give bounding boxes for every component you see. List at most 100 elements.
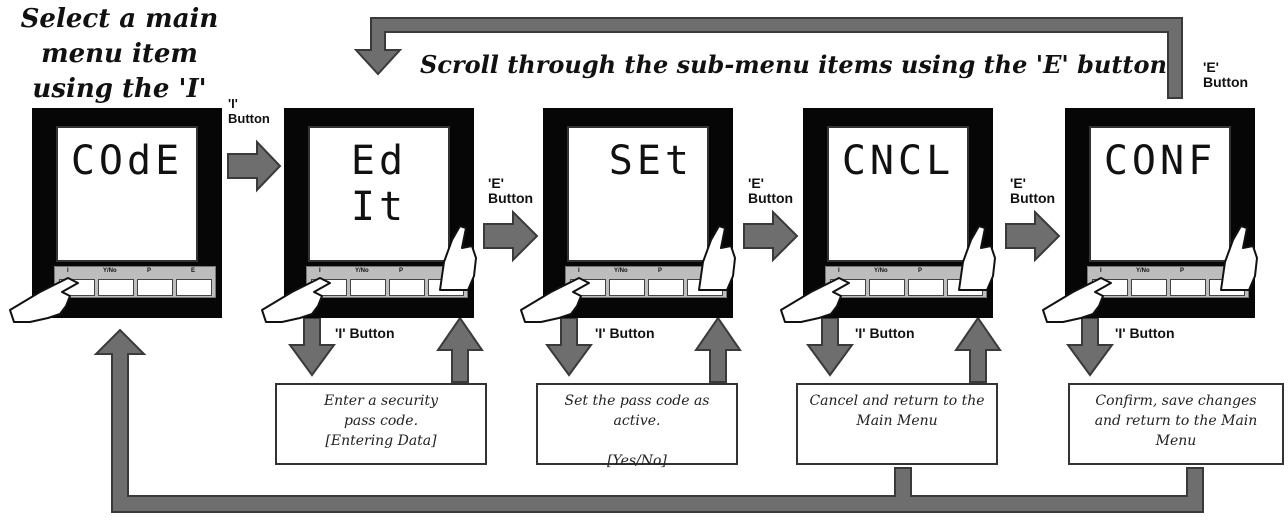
e-button-label-line1: 'E' bbox=[748, 175, 764, 191]
description-set-active: Set the pass code as active. [Yes/No] bbox=[536, 383, 738, 469]
description-line: Set the pass code as active. bbox=[564, 393, 710, 429]
scroll-sub-menu-heading: Scroll through the sub-menu items using … bbox=[420, 50, 1167, 79]
i-button-label-line2: Button bbox=[228, 111, 270, 126]
segment-display: CONF bbox=[1103, 138, 1217, 184]
yes-no-key[interactable] bbox=[609, 279, 645, 296]
keypad-label-i: I bbox=[578, 268, 580, 274]
keypad-label-p: P bbox=[918, 268, 923, 274]
return-arrow-up-1 bbox=[436, 316, 484, 383]
description-line: Main Menu bbox=[856, 413, 938, 429]
description-line: and return to the Main bbox=[1094, 413, 1258, 429]
e-button-arrow-right-1 bbox=[483, 209, 539, 263]
i-button-arrow-down-1 bbox=[288, 317, 336, 377]
e-button-label-line1: 'E' bbox=[488, 175, 504, 191]
i-button-arrow-right bbox=[227, 139, 282, 193]
e-button-label-line1: 'E' bbox=[1010, 175, 1026, 191]
i-button-label-2: 'I' Button bbox=[595, 325, 655, 341]
i-button-label-1: 'I' Button bbox=[335, 325, 395, 341]
e-button-label-top-right: 'E' Button bbox=[1203, 60, 1248, 90]
e-button-label-2: 'E' Button bbox=[748, 176, 793, 206]
e-button-label-1: 'E' Button bbox=[488, 176, 533, 206]
description-line: Enter a security bbox=[323, 393, 439, 409]
keypad-label-i: I bbox=[1100, 268, 1102, 274]
description-line: [Yes/No] bbox=[607, 453, 667, 469]
i-button-label-line1: 'I' bbox=[228, 96, 238, 111]
description-line: pass code. bbox=[343, 413, 419, 429]
i-button-arrow-down-4 bbox=[1066, 317, 1114, 377]
keypad: I Y/No P E bbox=[54, 266, 216, 298]
pointing-hand-icon bbox=[9, 277, 79, 323]
description-confirm: Confirm, save changes and return to the … bbox=[1068, 383, 1284, 465]
pressing-hand-icon bbox=[698, 225, 736, 291]
yes-no-key[interactable] bbox=[98, 279, 134, 296]
e-button-arrow-right-3 bbox=[1005, 209, 1061, 263]
yes-no-key[interactable] bbox=[1131, 279, 1167, 296]
keypad-label-yno: Y/No bbox=[355, 268, 369, 274]
p-key[interactable] bbox=[389, 279, 425, 296]
keypad-label-p: P bbox=[658, 268, 663, 274]
segment-display: Ed It bbox=[350, 138, 408, 230]
keypad-label-i: I bbox=[67, 268, 69, 274]
keypad: I Y/No P E bbox=[565, 266, 727, 298]
e-button-label-line2: Button bbox=[1203, 74, 1249, 90]
pointing-hand-icon bbox=[520, 277, 590, 323]
description-cancel: Cancel and return to the Main Menu bbox=[796, 383, 998, 465]
pressing-hand-icon bbox=[958, 225, 996, 291]
bottom-return-arrow bbox=[93, 328, 1204, 513]
pressing-hand-icon bbox=[1220, 225, 1258, 291]
keypad-label-p: P bbox=[1180, 268, 1185, 274]
keypad-label-yno: Y/No bbox=[103, 268, 117, 274]
description-line: Cancel and return to the bbox=[809, 393, 985, 409]
e-button-arrow-right-2 bbox=[743, 209, 799, 263]
keypad-label-i: I bbox=[838, 268, 840, 274]
i-button-arrow-down-3 bbox=[806, 317, 854, 377]
e-button-label-3: 'E' Button bbox=[1010, 176, 1055, 206]
e-button-label-line2: Button bbox=[488, 190, 534, 206]
yes-no-key[interactable] bbox=[350, 279, 386, 296]
i-button-label-top: 'I' Button bbox=[228, 96, 270, 126]
keypad-label-p: P bbox=[399, 268, 404, 274]
segment-display: COdE bbox=[70, 138, 184, 184]
top-return-arrow bbox=[353, 17, 1183, 99]
keypad-label-yno: Y/No bbox=[1136, 268, 1150, 274]
keypad-label-p: P bbox=[147, 268, 152, 274]
return-arrow-up-3 bbox=[954, 316, 1002, 383]
keypad-label-e: E bbox=[191, 268, 196, 274]
keypad-label-yno: Y/No bbox=[874, 268, 888, 274]
return-arrow-up-2 bbox=[694, 316, 742, 383]
e-button-label-line2: Button bbox=[1010, 190, 1056, 206]
pointing-hand-icon bbox=[261, 277, 331, 323]
segment-display: CNCL bbox=[841, 138, 955, 184]
p-key[interactable] bbox=[648, 279, 684, 296]
meter-screen: SEt bbox=[567, 126, 709, 262]
p-key[interactable] bbox=[908, 279, 944, 296]
i-button-arrow-down-2 bbox=[545, 317, 593, 377]
keypad-label-yno: Y/No bbox=[614, 268, 628, 274]
meter-screen: CONF bbox=[1089, 126, 1231, 262]
e-button-label-line2: Button bbox=[748, 190, 794, 206]
segment-display: SEt bbox=[608, 138, 693, 184]
pressing-hand-icon bbox=[439, 225, 477, 291]
meter-screen: CNCL bbox=[827, 126, 969, 262]
e-button-label-line1: 'E' bbox=[1203, 59, 1219, 75]
meter-screen: Ed It bbox=[308, 126, 450, 262]
pointing-hand-icon bbox=[1042, 277, 1112, 323]
p-key[interactable] bbox=[1170, 279, 1206, 296]
yes-no-key[interactable] bbox=[869, 279, 905, 296]
e-key[interactable] bbox=[176, 279, 212, 296]
p-key[interactable] bbox=[137, 279, 173, 296]
pointing-hand-icon bbox=[780, 277, 850, 323]
description-enter-code: Enter a security pass code. [Entering Da… bbox=[275, 383, 487, 465]
description-line: Menu bbox=[1155, 433, 1197, 449]
meter-code: COdE I Y/No P E bbox=[32, 108, 222, 318]
description-line bbox=[542, 431, 732, 451]
meter-screen: COdE bbox=[56, 126, 198, 262]
i-button-label-4: 'I' Button bbox=[1115, 325, 1175, 341]
keypad-label-i: I bbox=[319, 268, 321, 274]
i-button-label-3: 'I' Button bbox=[855, 325, 915, 341]
description-line: Confirm, save changes bbox=[1095, 393, 1257, 409]
description-line: [Entering Data] bbox=[325, 433, 437, 449]
